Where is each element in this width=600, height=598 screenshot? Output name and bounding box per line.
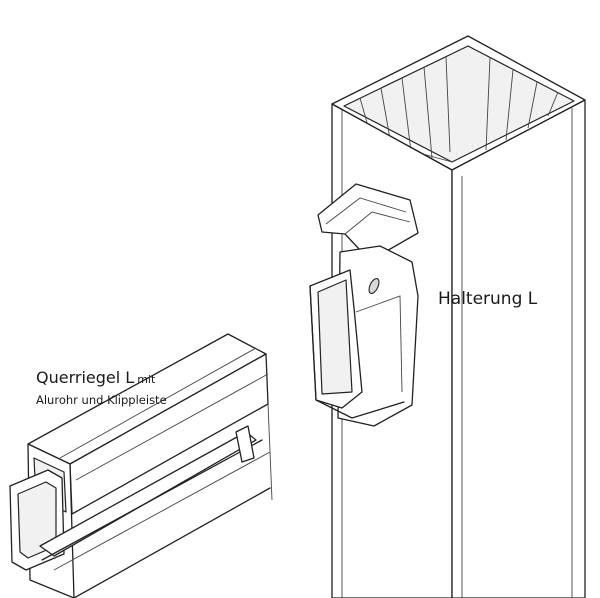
rail-title-text: Querriegel L bbox=[36, 368, 135, 387]
rail-title-suffix: mit bbox=[137, 373, 156, 386]
clip-strip bbox=[39, 431, 257, 557]
rail-querriegel bbox=[9, 333, 273, 598]
bracket-label: Halterung L bbox=[438, 289, 538, 309]
bracket-slot bbox=[368, 278, 380, 294]
post-top-opening bbox=[343, 45, 575, 163]
rail-subtitle-label: Alurohr und Klippleiste bbox=[36, 393, 167, 407]
bracket-halterung bbox=[309, 183, 419, 427]
post-right-face bbox=[451, 99, 586, 598]
